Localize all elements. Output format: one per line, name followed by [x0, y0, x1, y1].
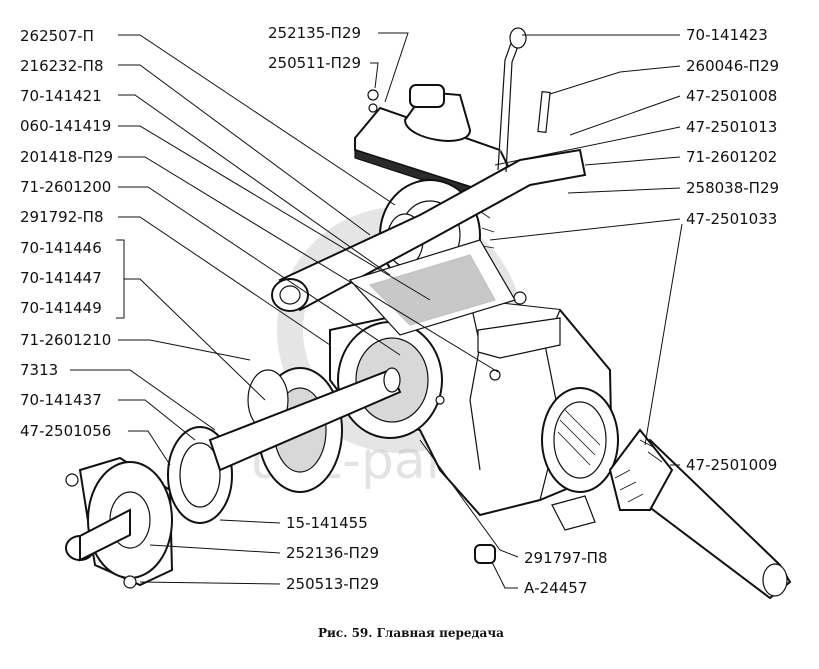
- right-callouts: 70-141423 260046-П29 47-2501008 47-25010…: [489, 26, 779, 474]
- top-center-callouts: 252135-П29 250511-П29: [268, 24, 409, 103]
- bottom-callouts: 15-141455 252136-П29 250513-П29 291797-П…: [139, 439, 608, 597]
- leader-right-5: [584, 156, 681, 166]
- callout-left-1: 262507-П: [20, 27, 94, 45]
- left-callouts: 262507-П 216232-П8 70-141421 060-141419 …: [20, 27, 499, 466]
- callout-bottom-1: 15-141455: [286, 514, 368, 532]
- pin: [537, 91, 551, 133]
- callout-bottom-4: 291797-П8: [524, 549, 608, 567]
- leader-bottom-1: [219, 519, 281, 524]
- cotter-pin: [497, 27, 527, 173]
- leader-right-7b: [644, 223, 683, 446]
- callout-bottom-5: А-24457: [524, 579, 587, 597]
- callout-right-5: 71-2601202: [686, 148, 777, 166]
- leader-bottom-2: [149, 544, 281, 554]
- callout-top-2: 250511-П29: [268, 54, 361, 72]
- leader-bracket: [116, 239, 266, 401]
- assembly-drawing: [65, 27, 792, 600]
- top-cover: [354, 84, 512, 199]
- right-pinion-shaft: [608, 428, 792, 600]
- callout-right-4: 47-2501013: [686, 118, 777, 136]
- leader-left-11: [118, 339, 251, 361]
- leader-left-13: [118, 399, 196, 441]
- callout-left-2: 216232-П8: [20, 57, 104, 75]
- callout-left-8: 70-141446: [20, 239, 102, 257]
- leader-left-12: [70, 369, 216, 431]
- pinion-shaft: [208, 367, 402, 472]
- leader-right-6: [567, 187, 681, 194]
- callout-left-10: 70-141449: [20, 299, 102, 317]
- leader-left-1: [118, 34, 396, 206]
- callout-right-8: 47-2501009: [686, 456, 777, 474]
- leader-left-2: [118, 64, 371, 236]
- leader-right-2: [549, 65, 681, 95]
- leader-top-2: [370, 62, 379, 89]
- callout-bottom-3: 250513-П29: [286, 575, 379, 593]
- leader-top-1: [378, 32, 409, 103]
- callout-left-13: 70-141437: [20, 391, 102, 409]
- callout-right-1: 70-141423: [686, 26, 768, 44]
- callout-right-3: 47-2501008: [686, 87, 777, 105]
- callout-left-4: 060-141419: [20, 117, 111, 135]
- callout-left-3: 70-141421: [20, 87, 102, 105]
- callout-left-6: 71-2601200: [20, 178, 111, 196]
- callout-top-1: 252135-П29: [268, 24, 361, 42]
- callout-right-2: 260046-П29: [686, 57, 779, 75]
- callout-left-11: 71-2601210: [20, 331, 111, 349]
- leader-right-4: [494, 126, 681, 166]
- leader-left-5: [118, 156, 499, 373]
- leader-right-7a: [489, 218, 681, 241]
- callout-left-9: 70-141447: [20, 269, 102, 287]
- leader-bottom-4: [419, 439, 519, 558]
- callout-left-12: 7313: [20, 361, 58, 379]
- leader-left-4: [118, 125, 431, 301]
- leader-left-6: [118, 186, 401, 356]
- callout-bottom-2: 252136-П29: [286, 544, 379, 562]
- callout-right-6: 258038-П29: [686, 179, 779, 197]
- leader-left-3: [118, 94, 391, 276]
- callout-left-14: 47-2501056: [20, 422, 111, 440]
- clip: [551, 495, 596, 531]
- callout-right-7: 47-2501033: [686, 210, 777, 228]
- leader-bottom-3: [139, 581, 281, 585]
- callout-left-5: 201418-П29: [20, 148, 113, 166]
- drive-flange: [65, 456, 174, 589]
- leader-bottom-5: [491, 561, 518, 589]
- leader-left-7: [118, 216, 331, 346]
- figure-caption: Рис. 59. Главная передача: [318, 626, 504, 640]
- axle-tube: [271, 148, 587, 312]
- callout-left-7: 291792-П8: [20, 208, 104, 226]
- gearbox-housing: [329, 291, 619, 517]
- leader-left-14: [128, 430, 171, 466]
- gasket: [348, 239, 516, 336]
- leader-right-3: [569, 95, 681, 136]
- small-plug: [474, 544, 496, 564]
